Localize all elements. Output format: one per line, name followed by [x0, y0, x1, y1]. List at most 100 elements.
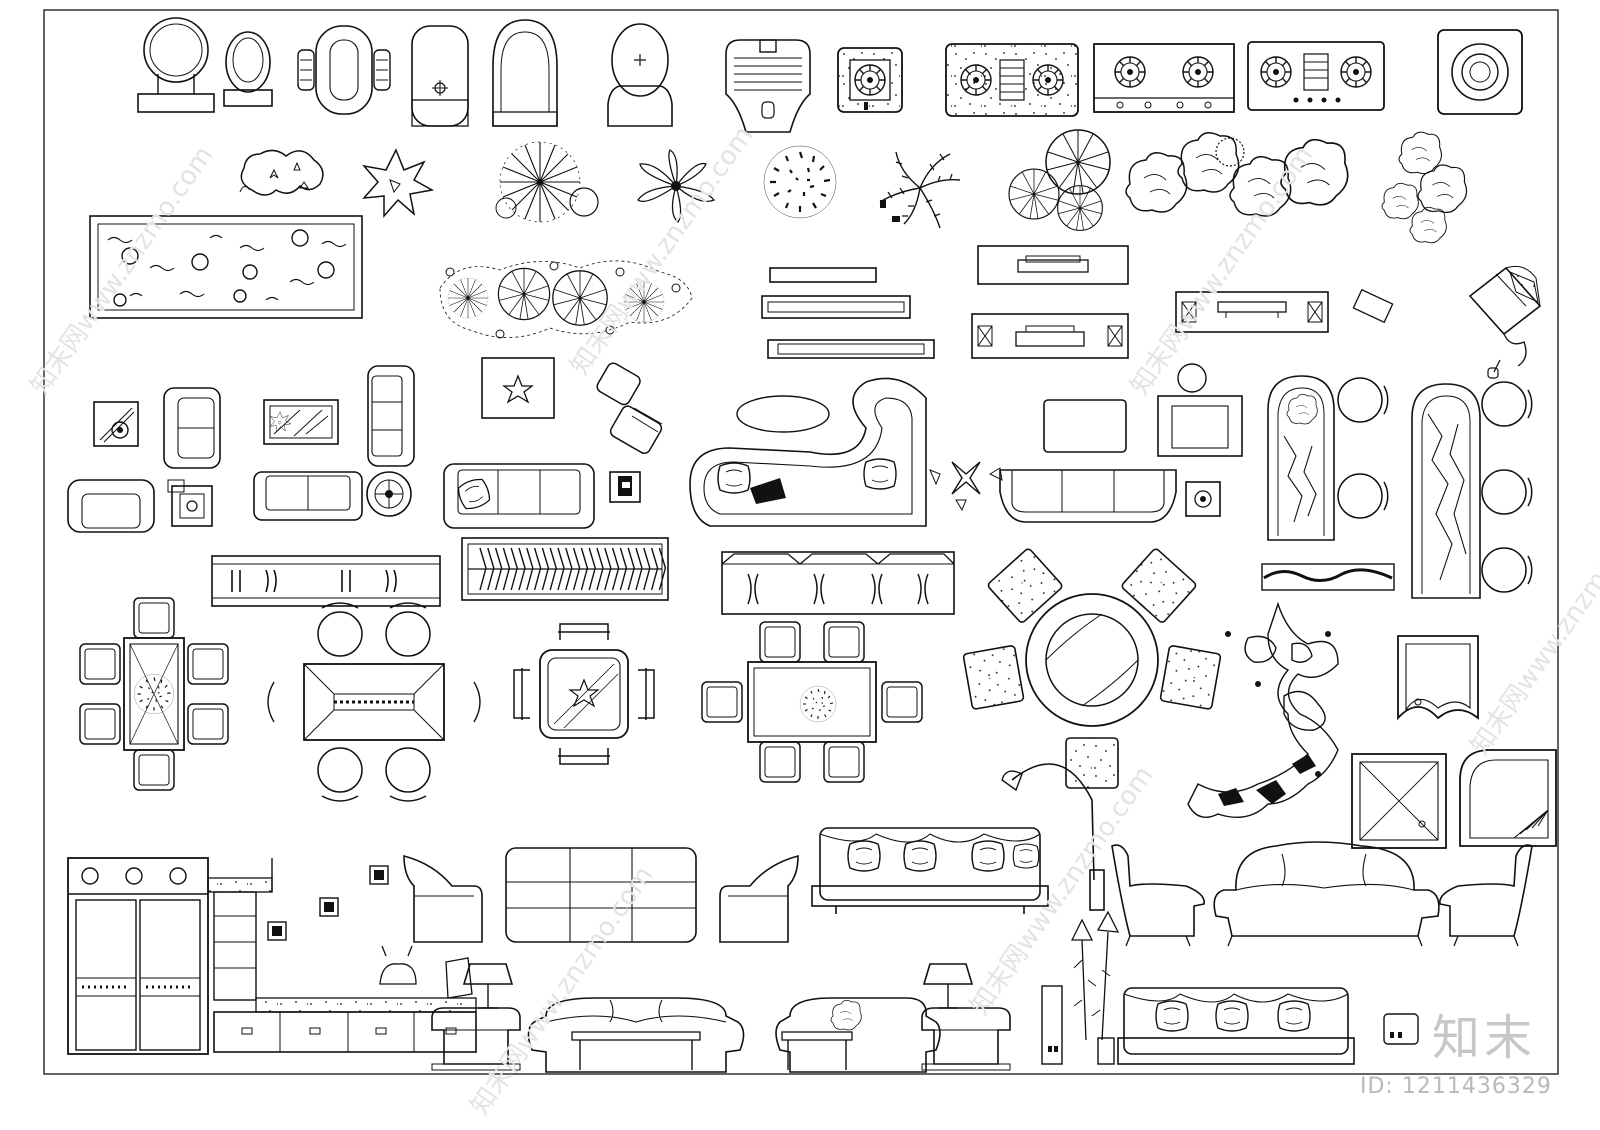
hanger-mark: [588, 547, 596, 591]
hanger-mark: [619, 547, 628, 591]
hanger-mark: [526, 547, 534, 591]
double-cooktop-speckled-block: [945, 43, 1079, 117]
toilet-block-3: [607, 23, 673, 127]
hanger-mark: [479, 547, 487, 591]
image-id: ID: 1211436329: [1360, 1074, 1590, 1099]
shower-tray-quadrant-block: [1459, 749, 1557, 847]
rockery-strip-block: [1261, 563, 1395, 591]
coffee-table-small-block: [1043, 399, 1127, 453]
sofa-three-front-block: [505, 847, 697, 943]
nightstand-block: [1383, 1013, 1419, 1045]
double-cooktop-block: [1093, 43, 1235, 113]
brand-logo: 知末: [1431, 1010, 1536, 1066]
dining-table-round-chairs-block: [267, 602, 481, 802]
tank-toilet-block-1: [411, 25, 469, 127]
tall-rock-planter-block-2: [1411, 383, 1481, 599]
single-burner-block: [837, 47, 903, 113]
hanger-mark: [533, 547, 542, 591]
hanger-mark: [510, 547, 518, 591]
tile-sample-block: [1352, 288, 1394, 324]
tank-toilet-block-2: [492, 19, 558, 127]
shrub-hedge-block: [1125, 132, 1349, 217]
stool-column-block-2: [1481, 381, 1533, 593]
palm-tree-block: [879, 151, 961, 229]
rockery-path-block: [1187, 601, 1339, 818]
armchair-block-1: [163, 387, 221, 469]
sofa-rolled-arm-block: [527, 997, 745, 1073]
hanger-mark: [549, 547, 557, 591]
sofa-three-seat-block: [443, 463, 595, 529]
round-side-table-block: [366, 471, 412, 517]
toilet-block-2: [223, 31, 273, 107]
flower-vase-block: [929, 461, 1003, 512]
hanger-mark: [604, 547, 612, 591]
armchair-side-block-1: [1111, 844, 1205, 947]
lounge-chair-block: [596, 362, 663, 454]
sofa-two-seat-block: [253, 471, 363, 521]
hanger-mark: [635, 547, 643, 591]
coffee-table-glass-block: [263, 399, 339, 445]
leafy-plant-block-1: [239, 149, 324, 196]
side-table-square-block: [93, 401, 139, 447]
magazine-tile-block: [609, 471, 641, 503]
hanger-mark: [502, 547, 511, 591]
image-id-label: ID:: [1360, 1074, 1394, 1099]
wardrobe-top-view-block: [721, 551, 955, 615]
curved-lounge-sofa-block: [689, 377, 927, 527]
image-id-number: 1211436329: [1401, 1074, 1552, 1099]
armchair-low-block-1: [431, 1007, 521, 1071]
armchair-with-ottoman-block: [1157, 363, 1243, 457]
cabinet-open-block: [211, 555, 441, 607]
stool-pair-block-1: [1337, 377, 1389, 519]
hanger-mark: [596, 547, 604, 591]
hanger-mark: [627, 547, 635, 591]
drawing-frame: [43, 9, 1559, 1075]
hanger-mark: [611, 547, 620, 591]
dining-table-six-square-chairs-block: [79, 597, 229, 791]
tree-burst-block: [495, 141, 599, 223]
loveseat-plant-block: [775, 997, 941, 1073]
washing-machine-block: [1437, 29, 1523, 115]
hanger-mark: [650, 547, 659, 591]
water-pond-block: [89, 215, 363, 319]
sofa-cushions-front-block: [811, 827, 1049, 914]
hanger-mark: [572, 547, 581, 591]
hanger-mark: [565, 547, 573, 591]
shrub-group-block: [1381, 131, 1468, 244]
chesterfield-sofa-block: [1213, 841, 1440, 947]
tall-rock-planter-block-1: [1267, 375, 1335, 541]
curved-sofa-long-block: [999, 469, 1177, 523]
hanger-mark: [494, 547, 503, 591]
toilet-round-block: [137, 17, 215, 113]
frame-tiles-block: [267, 865, 389, 941]
squat-pan-block: [725, 39, 811, 133]
round-dining-six-block: [962, 548, 1222, 789]
end-table-block-2: [1185, 481, 1221, 517]
hanger-mark: [541, 547, 550, 591]
hanger-mark: [643, 547, 651, 591]
shelf-unit-stack-block: [761, 267, 935, 359]
three-seat-sofa-vertical-block: [367, 365, 415, 467]
armchair-low-block-2: [921, 1007, 1011, 1071]
table-lamp-block-top: [1468, 265, 1542, 379]
dot-tree-block: [762, 144, 838, 220]
cabinet-hangers-block: [461, 537, 669, 601]
table-lamp-block-2: [922, 963, 974, 1009]
shower-tray-curved-block: [1397, 635, 1479, 721]
range-hood-block-3: [1175, 291, 1329, 333]
dining-table-square-four-block: [513, 623, 655, 765]
armchair-front-block-1: [403, 854, 483, 943]
squat-pan-oval-block: [297, 25, 391, 115]
rug-flower-block: [481, 357, 555, 419]
wardrobe-bunk-block: [67, 857, 477, 1055]
cooktop-grill-block: [1247, 41, 1385, 111]
spiky-shrub-block: [363, 149, 433, 217]
flower-bed-strip-block: [439, 260, 693, 339]
armchair-block-2: [67, 479, 155, 533]
sofa-cushions-low-block: [1117, 987, 1355, 1065]
palm-leaf-block: [637, 149, 716, 223]
hanger-mark: [487, 547, 495, 591]
hanger-mark: [580, 547, 589, 591]
hanger-mark: [518, 547, 526, 591]
